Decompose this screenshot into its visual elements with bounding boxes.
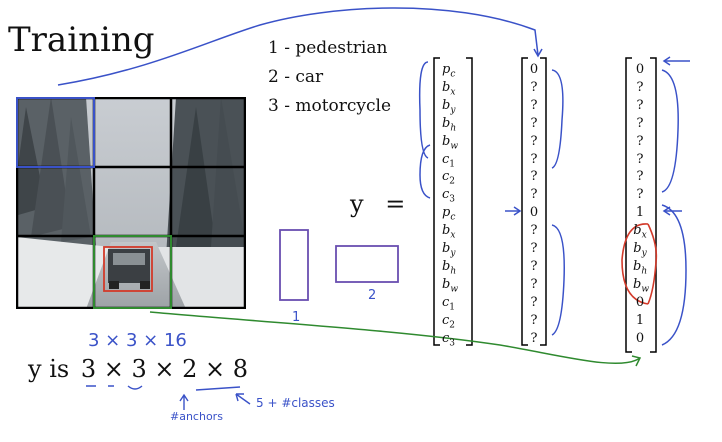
- label-vector-entry-11: bh: [442, 258, 457, 277]
- class-item-car: 2 - car: [268, 67, 324, 87]
- training-image-grid: [16, 97, 246, 309]
- right-vector-entry-5: ?: [636, 151, 644, 167]
- middle-vector-entry-13: ?: [530, 294, 538, 310]
- class-item-motorcycle: 3 - motorcycle: [268, 96, 392, 116]
- middle-vector-entry-14: ?: [530, 312, 538, 328]
- label-vector-entry-13: c1: [442, 294, 456, 313]
- class-item-pedestrian: 1 - pedestrian: [268, 38, 388, 58]
- right-vector-entry-11: bh: [633, 258, 648, 277]
- y-label: y =: [350, 190, 405, 218]
- handwritten-classes-note: 5 + #classes: [256, 396, 335, 410]
- right-vector-entry-6: ?: [636, 169, 644, 185]
- label-vector-entry-5: c1: [442, 151, 456, 170]
- middle-vector-entry-1: ?: [530, 79, 538, 95]
- label-vector-entry-12: bw: [442, 276, 459, 295]
- middle-vector-entry-10: ?: [530, 241, 538, 256]
- middle-vector-entry-7: ?: [530, 187, 538, 203]
- middle-vector-entry-3: ?: [530, 115, 538, 131]
- output-dims: 3 × 3 × 2 × 8: [80, 355, 249, 383]
- anchor-box-sketches: [279, 229, 399, 301]
- label-vector-entry-6: c2: [442, 169, 456, 187]
- middle-vector: 0??????? 0???????: [527, 62, 543, 347]
- middle-vector-entry-8: 0: [529, 205, 539, 221]
- middle-vector-entry-5: ?: [530, 151, 538, 167]
- snow-road-photo: [16, 97, 246, 309]
- anchor-box-wide: [335, 245, 399, 283]
- right-vector-entry-8: 1: [635, 205, 645, 221]
- handwritten-anchors-note: #anchors: [170, 410, 223, 423]
- label-vector-entry-15: c3: [442, 330, 456, 349]
- right-vector-entry-15: 0: [635, 330, 645, 346]
- middle-vector-entry-11: ?: [530, 258, 538, 274]
- handwritten-output-size: 3 × 3 × 16: [88, 330, 187, 351]
- right-vector-entry-0: 0: [635, 62, 645, 77]
- y-symbol: y: [350, 190, 364, 218]
- right-vector-entry-2: ?: [636, 97, 644, 113]
- label-vector-entry-8: pc: [442, 205, 456, 223]
- right-vector-entry-1: ?: [636, 79, 644, 95]
- right-vector-entry-12: bw: [633, 276, 650, 295]
- middle-vector-entry-2: ?: [530, 97, 538, 113]
- middle-vector-entry-6: ?: [530, 169, 538, 185]
- anchor-label-1: 1: [292, 310, 301, 325]
- right-vector-entry-3: ?: [636, 115, 644, 131]
- middle-vector-entry-4: ?: [530, 133, 538, 149]
- anchor-box-tall: [279, 229, 309, 301]
- right-vector-entry-7: ?: [636, 187, 644, 203]
- right-vector-entry-4: ?: [636, 133, 644, 149]
- label-vector-entry-3: bh: [442, 115, 457, 134]
- equals-sign: =: [385, 190, 406, 218]
- middle-vector-entry-0: 0: [529, 62, 539, 77]
- output-shape: y is 3 × 3 × 2 × 8: [28, 355, 248, 383]
- middle-vector-entry-15: ?: [530, 330, 538, 346]
- slide-title: Training: [8, 20, 155, 60]
- right-vector-entry-9: bx: [633, 223, 647, 241]
- right-vector-entry-14: 1: [635, 312, 645, 328]
- label-vector-entry-2: by: [442, 97, 456, 116]
- label-vector-entry-14: c2: [442, 312, 456, 331]
- anchor-label-2: 2: [368, 288, 377, 303]
- middle-vector-entry-12: ?: [530, 276, 538, 292]
- label-vector-entry-4: bw: [442, 133, 459, 152]
- y-is-text: y is: [28, 355, 70, 383]
- label-vector-entry-9: bx: [442, 223, 456, 241]
- label-vector-entry-0: pc: [442, 62, 456, 80]
- right-vector-entry-10: by: [633, 241, 647, 259]
- right-vector-entry-13: 0: [635, 294, 645, 310]
- label-vector-entry-1: bx: [442, 79, 456, 98]
- label-vector-entry-10: by: [442, 241, 456, 259]
- middle-vector-entry-9: ?: [530, 223, 538, 239]
- label-vector-entry-7: c3: [442, 187, 456, 205]
